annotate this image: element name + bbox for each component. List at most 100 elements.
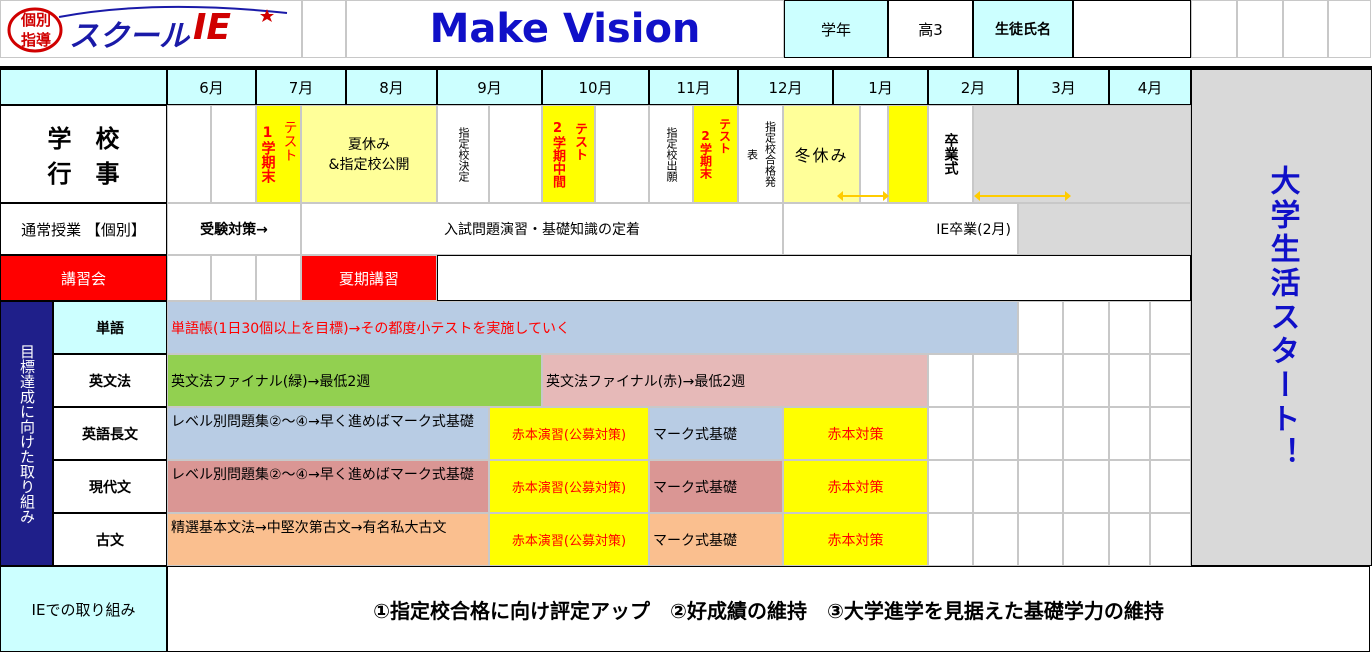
kosyukai-label: 講習会 bbox=[0, 255, 167, 301]
student-name-value[interactable] bbox=[1073, 0, 1191, 58]
empty-cell bbox=[973, 354, 1018, 407]
subject-gendaibun: 現代文 bbox=[53, 460, 167, 513]
empty-cell bbox=[928, 513, 973, 566]
empty-cell bbox=[1063, 460, 1109, 513]
winter-vacation-cell: 冬休み bbox=[783, 105, 860, 203]
month-8: 8月 bbox=[346, 69, 437, 105]
blank-header-cell bbox=[1328, 0, 1371, 58]
shitei-shutsugan-cell: 指定校出願 bbox=[649, 105, 693, 203]
empty-cell bbox=[1063, 301, 1109, 354]
test-1-test-text: テスト bbox=[281, 120, 298, 162]
eigo-chobun-plan-2: 赤本演習(公募対策) bbox=[489, 407, 649, 460]
gendaibun-plan-3: マーク式基礎 bbox=[649, 460, 783, 513]
eigo-chobun-plan-1: レベル別問題集②～④→早く進めばマーク式基礎 bbox=[167, 407, 489, 460]
logo-shido-text: 指導 bbox=[21, 31, 52, 49]
month-4: 4月 bbox=[1109, 69, 1191, 105]
eibunpo-plan-2: 英文法ファイナル(赤)→最低2週 bbox=[542, 354, 928, 407]
gendaibun-plan-1: レベル別問題集②～④→早く進めばマーク式基礎 bbox=[167, 460, 489, 513]
empty-cell bbox=[1109, 460, 1150, 513]
tango-plan: 単語帳(1日30個以上を目標)→その都度小テストを実施していく bbox=[167, 301, 1018, 354]
shitei-shutsugan-text: 指定校出願 bbox=[665, 126, 678, 182]
gendaibun-plan-4: 赤本対策 bbox=[783, 460, 928, 513]
empty-cell bbox=[1063, 354, 1109, 407]
shitei-kettei-cell: 指定校決定 bbox=[437, 105, 489, 203]
header-divider bbox=[0, 66, 1372, 69]
logo-school-text: スクール bbox=[69, 19, 189, 54]
test-2nd-term-end: 2学期末 テスト bbox=[693, 105, 738, 203]
empty-cell bbox=[973, 407, 1018, 460]
kaki-koshu-cell: 夏期講習 bbox=[301, 255, 437, 301]
empty-cell bbox=[973, 460, 1018, 513]
page-title-text: Make Vision bbox=[429, 6, 701, 52]
logo-cell: 個別 指導 スクール IE bbox=[0, 0, 302, 58]
kosyukai-cell bbox=[211, 255, 256, 301]
kosyukai-rest-cell bbox=[437, 255, 1191, 301]
eigo-chobun-plan-4: 赤本対策 bbox=[783, 407, 928, 460]
empty-cell bbox=[1109, 407, 1150, 460]
kobun-plan-2: 赤本演習(公募対策) bbox=[489, 513, 649, 566]
empty-cell bbox=[928, 460, 973, 513]
school-label-line-2: 行 事 bbox=[47, 160, 120, 188]
school-events-label: 学 校 行 事 bbox=[0, 105, 167, 203]
month-2: 2月 bbox=[928, 69, 1018, 105]
test-1st-term-end: 1学期末 テスト bbox=[256, 105, 301, 203]
daigaku-start-text: 大学生活スタート！ bbox=[1264, 164, 1300, 471]
school-cell bbox=[211, 105, 256, 203]
grade-value[interactable]: 高3 bbox=[888, 0, 973, 58]
summer-vacation-cell: 夏休み &指定校公開 bbox=[301, 105, 437, 203]
ie-graduation-cell: IE卒業(2月) bbox=[783, 203, 1018, 255]
ie-efforts-label: IEでの取り組み bbox=[0, 566, 167, 652]
empty-cell bbox=[1063, 407, 1109, 460]
subject-kobun: 古文 bbox=[53, 513, 167, 566]
juken-taisaku-cell: 受験対策→ bbox=[167, 203, 301, 255]
school-ie-logo-icon bbox=[7, 5, 288, 53]
shitei-gokaku-cell: 表 指定校合格発 bbox=[738, 105, 783, 203]
graduation-cell: 卒業式 bbox=[928, 105, 973, 203]
month-row-label bbox=[0, 69, 167, 105]
eigo-chobun-plan-3: マーク式基礎 bbox=[649, 407, 783, 460]
month-11: 11月 bbox=[649, 69, 738, 105]
empty-cell bbox=[1018, 354, 1063, 407]
ie-efforts-content: ①指定校合格に向け評定アップ ②好成績の維持 ③大学進学を見据えた基礎学力の維持 bbox=[167, 566, 1370, 652]
event-arrow bbox=[837, 191, 889, 201]
end-2-term-text: 2学期末 bbox=[698, 129, 713, 179]
kobun-plan-3: マーク式基礎 bbox=[649, 513, 783, 566]
gendaibun-plan-2: 赤本演習(公募対策) bbox=[489, 460, 649, 513]
empty-cell bbox=[1018, 513, 1063, 566]
goals-side-label: 目標達成に向けた取り組み bbox=[0, 301, 53, 566]
blank-header-cell bbox=[302, 0, 346, 58]
blank-header-cell bbox=[1237, 0, 1283, 58]
mid-2-term-text: 2学期中間 bbox=[550, 120, 565, 188]
kosyukai-cell bbox=[167, 255, 211, 301]
student-name-label: 生徒氏名 bbox=[973, 0, 1073, 58]
empty-cell bbox=[1150, 407, 1191, 460]
empty-cell bbox=[1018, 407, 1063, 460]
empty-cell bbox=[1018, 460, 1063, 513]
empty-cell bbox=[928, 407, 973, 460]
event-arrow bbox=[974, 191, 1071, 201]
summer-vacation-text: 夏休み bbox=[348, 137, 390, 153]
test-1-term-text: 1学期末 bbox=[259, 125, 276, 183]
blank-header-cell bbox=[1191, 0, 1237, 58]
page-title: Make Vision bbox=[346, 0, 784, 58]
school-cell bbox=[860, 105, 888, 203]
empty-cell bbox=[1150, 513, 1191, 566]
blank-header-cell bbox=[1283, 0, 1328, 58]
shitei-kettei-text: 指定校決定 bbox=[457, 126, 470, 182]
subject-tango: 単語 bbox=[53, 301, 167, 354]
winter-vacation-text: 冬休み bbox=[794, 146, 849, 165]
month-12: 12月 bbox=[738, 69, 833, 105]
empty-cell bbox=[928, 354, 973, 407]
empty-cell bbox=[1109, 301, 1150, 354]
shitei-gokaku-text: 指定校合格発 bbox=[763, 121, 777, 187]
school-cell bbox=[595, 105, 649, 203]
end-2-test-text: テスト bbox=[717, 118, 732, 154]
empty-cell bbox=[1150, 301, 1191, 354]
kobun-plan-1: 精選基本文法→中堅次第古文→有名私大古文 bbox=[167, 513, 489, 566]
empty-cell bbox=[973, 513, 1018, 566]
mid-2-test-text: テスト bbox=[572, 122, 587, 161]
empty-cell bbox=[1150, 354, 1191, 407]
school-cell bbox=[167, 105, 211, 203]
month-1: 1月 bbox=[833, 69, 928, 105]
regular-class-label: 通常授業 【個別】 bbox=[0, 203, 167, 255]
